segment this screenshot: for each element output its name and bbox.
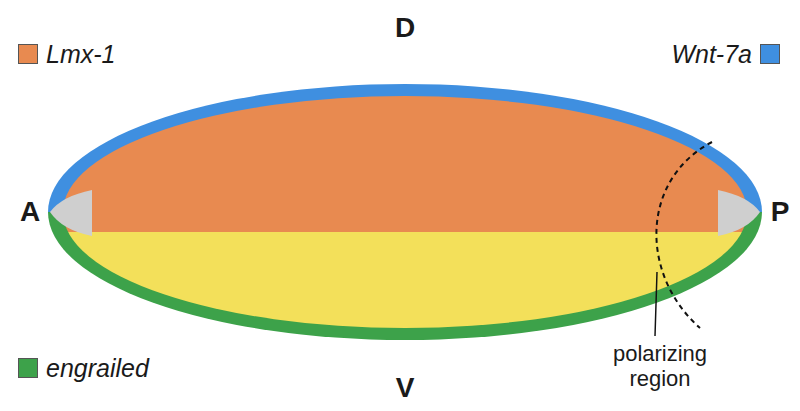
legend-swatch (18, 358, 38, 378)
axis-label: A (20, 196, 40, 228)
polarizing-region-boundary (656, 142, 712, 328)
axis-label: V (396, 372, 415, 404)
axis-label: D (395, 12, 415, 44)
region-label: polarizing region (595, 341, 725, 391)
dorsal-mesoderm (40, 60, 780, 232)
posterior-tip (718, 190, 760, 236)
anterior-tip (50, 190, 92, 236)
legend-swatch (18, 44, 38, 64)
leader-line (655, 272, 657, 336)
legend-text: Lmx-1 (46, 40, 115, 69)
legend-text: Wnt-7a (671, 40, 752, 69)
legend-text: engrailed (46, 354, 149, 383)
legend-swatch (760, 44, 780, 64)
axis-label: P (771, 196, 790, 228)
